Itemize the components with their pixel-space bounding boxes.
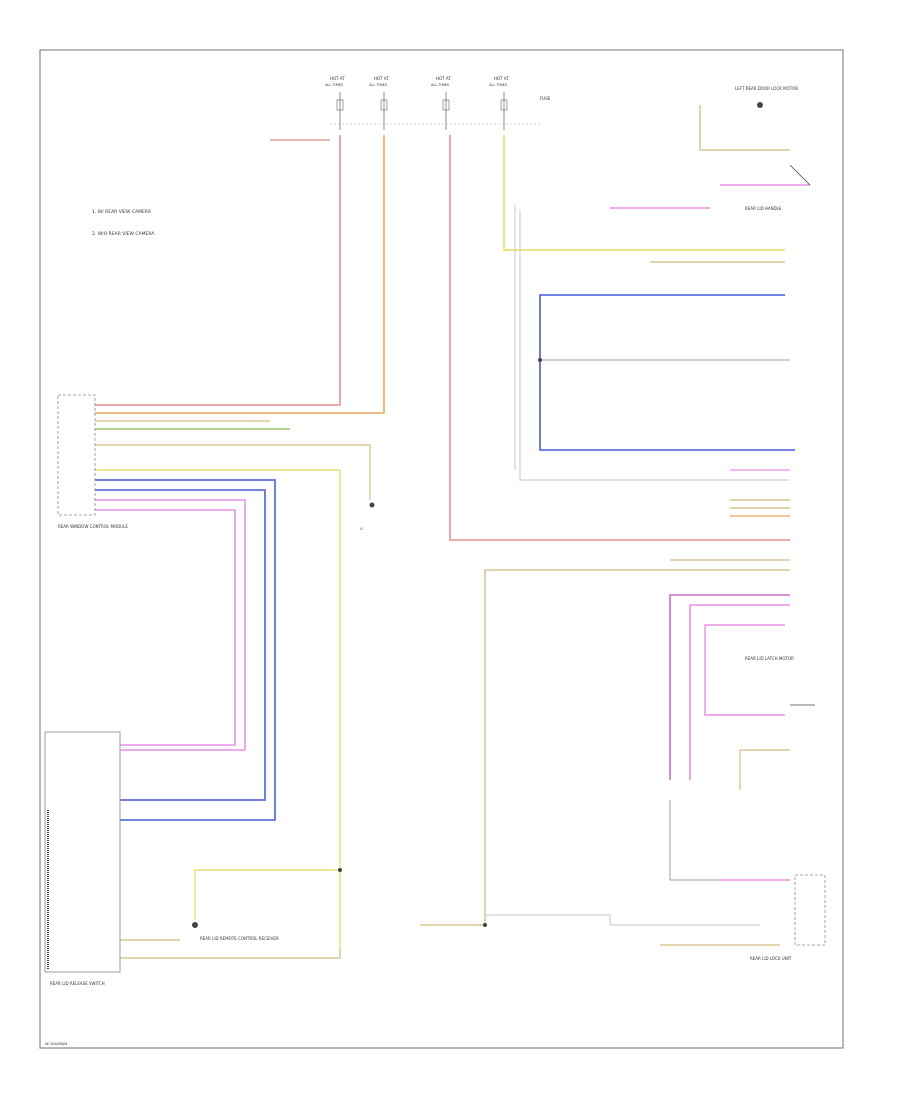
splice-2 bbox=[483, 923, 487, 927]
fuse-group: HOT AT ALL TIMES HOT AT ALL TIMES HOT AT… bbox=[325, 76, 551, 130]
wire-yellow-vertical-left bbox=[95, 469, 341, 950]
fuse-3-label: HOT AT bbox=[436, 76, 451, 81]
rear-lid-latch-motor: REAR LID LATCH MOTOR bbox=[745, 656, 815, 706]
rear-lid-lock-unit: REAR LID LOCK UNIT bbox=[750, 874, 826, 961]
fuse-2: HOT AT ALL TIMES bbox=[369, 76, 389, 130]
note-1: 1. W/ REAR VIEW CAMERA bbox=[92, 209, 152, 215]
wire-tan-bottom-left-2 bbox=[120, 950, 341, 959]
wire-yellow-bottom-left bbox=[194, 869, 340, 920]
wire-tan-long-vertical bbox=[420, 569, 790, 926]
diagram-frame bbox=[39, 49, 844, 1049]
wire-gray-bus bbox=[95, 444, 371, 500]
note-2: 2. W/O REAR VIEW CAMERA bbox=[92, 231, 155, 237]
dash-switch-label: REAR LID RELEASE SWITCH bbox=[50, 981, 105, 986]
fuse-4: HOT AT ALL TIMES bbox=[489, 76, 509, 130]
fuse-1-label: HOT AT bbox=[330, 76, 345, 81]
ground-point: G bbox=[360, 502, 375, 531]
fuse-1-sublabel: ALL TIMES bbox=[325, 83, 344, 87]
rear-lid-release-switch: REAR LID RELEASE SWITCH bbox=[44, 731, 121, 986]
bottom-right-label: REAR LID LOCK UNIT bbox=[750, 956, 792, 961]
splice-3 bbox=[538, 358, 542, 362]
rear-window-control-module: REAR WINDOW CONTROL MODULE bbox=[57, 394, 128, 529]
wire-tan-top-right bbox=[699, 105, 790, 151]
wire-pink-right-vertical-3 bbox=[704, 624, 785, 716]
footer-label: W/ DIAGRAM bbox=[45, 1042, 67, 1046]
splice-1 bbox=[338, 868, 342, 872]
right-mid-label: REAR LID HANDLE bbox=[745, 206, 782, 211]
wire-gray-lower-right bbox=[669, 800, 720, 881]
left-rear-door-lock-motor: LEFT REAR DOOR LOCK MOTOR bbox=[735, 86, 798, 108]
wire-yellow-fuse4 bbox=[503, 135, 785, 251]
fuse-box-label: FUSE bbox=[540, 96, 551, 101]
fuse-3: HOT AT ALL TIMES bbox=[431, 76, 451, 130]
fuse-4-sublabel: ALL TIMES bbox=[489, 83, 508, 87]
left-module-label: REAR WINDOW CONTROL MODULE bbox=[58, 524, 128, 529]
wire-orange-fuse2 bbox=[95, 135, 385, 414]
fuse-2-sublabel: ALL TIMES bbox=[369, 83, 388, 87]
wire-gray-right-loop bbox=[519, 210, 790, 481]
fuse-3-sublabel: ALL TIMES bbox=[431, 83, 450, 87]
remote-control-receiver: REAR LID REMOTE CONTROL RECEIVER bbox=[192, 922, 279, 941]
right-lower-label: REAR LID LATCH MOTOR bbox=[745, 656, 794, 661]
receiver-label: REAR LID REMOTE CONTROL RECEIVER bbox=[200, 936, 279, 941]
wire-red-fuse1 bbox=[95, 135, 341, 406]
fuse-2-label: HOT AT bbox=[374, 76, 389, 81]
wire-blue-loop-2 bbox=[95, 489, 266, 801]
right-top-label: LEFT REAR DOOR LOCK MOTOR bbox=[735, 86, 798, 91]
wire-pink-loop-1 bbox=[95, 499, 246, 751]
wire-lightgray-bottom-right bbox=[485, 914, 760, 926]
svg-text:G: G bbox=[360, 527, 363, 531]
wire-red-fuse3 bbox=[449, 135, 790, 541]
wire-blue-loop-1 bbox=[95, 479, 276, 821]
wire-pink-right-vertical-1 bbox=[669, 594, 790, 780]
fuse-4-label: HOT AT bbox=[494, 76, 509, 81]
wire-blue-right-loop bbox=[539, 294, 795, 451]
wire-tan-lower-right bbox=[739, 749, 790, 790]
wire-pink-loop-2 bbox=[95, 509, 236, 746]
fuse-1: HOT AT ALL TIMES bbox=[325, 76, 345, 130]
rear-lid-handle: REAR LID HANDLE bbox=[745, 164, 811, 211]
wire-pink-right-vertical-2 bbox=[689, 604, 790, 780]
